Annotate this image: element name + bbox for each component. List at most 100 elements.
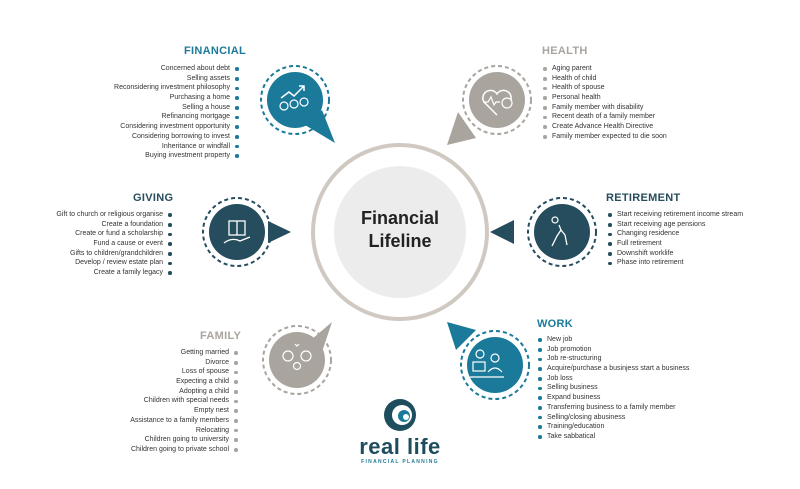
work-icon-group [447, 322, 530, 400]
family-list-item: Assistance to a family members [130, 416, 238, 426]
bullet-icon [543, 76, 547, 81]
list-item-text: Acquire/purchase a businjess start a bus… [547, 365, 690, 373]
family-list-item: Adopting a child [130, 387, 238, 397]
bullet-icon [168, 242, 172, 246]
family-list-item: Children going to private school [130, 445, 238, 455]
bullet-icon [235, 96, 239, 100]
list-item-text: Children going to private school [130, 445, 229, 453]
health-list-item: Create Advance Health Directive [543, 122, 667, 132]
retirement-list-item: Changing residence [608, 229, 743, 239]
giving-list-item: Develop / review estate plan [56, 258, 172, 268]
list-item-text: Expecting a child [176, 378, 229, 386]
retirement-list: Start receiving retirement income stream… [608, 210, 743, 268]
giving-list-item: Fund a cause or event [56, 239, 172, 249]
bullet-icon [235, 106, 239, 110]
work-list-item: Expand business [538, 393, 689, 403]
health-icon-group [447, 65, 532, 145]
list-item-text: Take sabbatical [547, 432, 596, 440]
bullet-icon [538, 367, 542, 371]
work-list-item: New job [538, 335, 689, 345]
giving-list-item: Create or fund a scholarship [56, 229, 172, 239]
list-item-text: Assistance to a family members [130, 416, 229, 424]
bullet-icon [538, 396, 542, 401]
center-ring [311, 143, 489, 321]
financial-list-item: Selling assets [114, 74, 239, 84]
bullet-icon [168, 213, 172, 217]
list-item-text: Purchasing a home [169, 94, 230, 102]
bullet-icon [234, 409, 238, 414]
bullet-icon [543, 115, 547, 120]
list-item-text: Adopting a child [179, 387, 229, 395]
bullet-icon [538, 338, 542, 342]
list-item-text: Selling assets [186, 74, 230, 82]
list-item-text: Reconsidering investment philosophy [114, 84, 230, 92]
bullet-icon [543, 96, 547, 100]
list-item-text: New job [547, 336, 573, 343]
financial-list-item: Selling a house [114, 103, 239, 113]
work-list-item: Acquire/purchase a businjess start a bus… [538, 364, 689, 374]
work-heading: WORK [537, 318, 574, 330]
logo-name: real life [359, 434, 441, 459]
health-list-item: Health of child [543, 74, 667, 84]
bullet-icon [235, 144, 239, 149]
work-list-item: Transferring business to a family member [538, 403, 689, 413]
list-item-text: Considering borrowing to invest [131, 132, 230, 140]
financial-pointer [305, 110, 335, 143]
list-item-text: Start receiving retirement income stream [617, 211, 744, 218]
bullet-icon [234, 448, 238, 452]
desk-worker-icon [467, 337, 523, 393]
health-list-item: Recent death of a family member [543, 112, 667, 122]
list-item-text: Considering investment opportunity [120, 123, 230, 131]
bullet-icon [234, 428, 238, 433]
bullet-icon [608, 222, 612, 227]
list-item-text: Create a family legacy [93, 269, 163, 277]
health-list-item: Aging parent [543, 64, 667, 74]
health-heading: HEALTH [542, 45, 588, 57]
list-item-text: Health of spouse [552, 84, 605, 92]
family-list-item: Empty nest [130, 406, 238, 416]
bullet-icon [538, 377, 542, 381]
financial-list-item: Inheritance or windfall [114, 142, 239, 152]
financial-list-item: Buying investment property [114, 151, 239, 161]
list-item-text: Job loss [547, 374, 573, 382]
list-item-text: Phase into retirement [617, 259, 684, 267]
financial-list-item: Considering investment opportunity [114, 122, 239, 132]
bullet-icon [234, 380, 238, 384]
list-item-text: Changing residence [617, 230, 680, 238]
family-list-item: Divorce [130, 358, 238, 368]
work-list-item: Job loss [538, 374, 689, 384]
list-item-text: Create Advance Health Directive [552, 123, 654, 131]
list-item-text: Divorce [205, 358, 229, 366]
bullet-icon [608, 232, 612, 237]
family-list-item: Getting married [130, 348, 238, 358]
bullet-icon [543, 86, 547, 91]
retirement-list-item: Start receiving retirement income stream [608, 210, 743, 220]
bullet-icon [168, 222, 172, 227]
list-item-text: Getting married [180, 349, 229, 356]
real-life-logo-mark [384, 399, 416, 431]
bullet-icon [538, 415, 542, 420]
list-item-text: Recent death of a family member [552, 113, 656, 121]
family-list-item: Loss of spouse [130, 367, 238, 377]
family-list-item: Children with special needs [130, 396, 238, 406]
giving-list-item: Create a foundation [56, 220, 172, 230]
giving-list-item: Gift to church or religious organise [56, 210, 172, 220]
work-list-item: Job promotion [538, 345, 689, 355]
bullet-icon [168, 261, 172, 266]
retirement-list-item: Full retirement [608, 239, 743, 249]
bullet-icon [235, 115, 239, 120]
list-item-text: Selling/closing abusiness [547, 413, 626, 421]
list-item-text: Full retirement [617, 240, 662, 248]
list-item-text: Personal health [552, 94, 601, 102]
list-item-text: Expand business [547, 394, 601, 402]
bullet-icon [234, 390, 238, 394]
bullet-icon [538, 357, 542, 362]
list-item-text: Aging parent [552, 65, 592, 72]
retirement-pointer [490, 220, 514, 244]
family-list-item: Relocating [130, 426, 238, 436]
list-item-text: Refinancing mortgage [161, 113, 231, 121]
health-list-item: Health of spouse [543, 83, 667, 93]
